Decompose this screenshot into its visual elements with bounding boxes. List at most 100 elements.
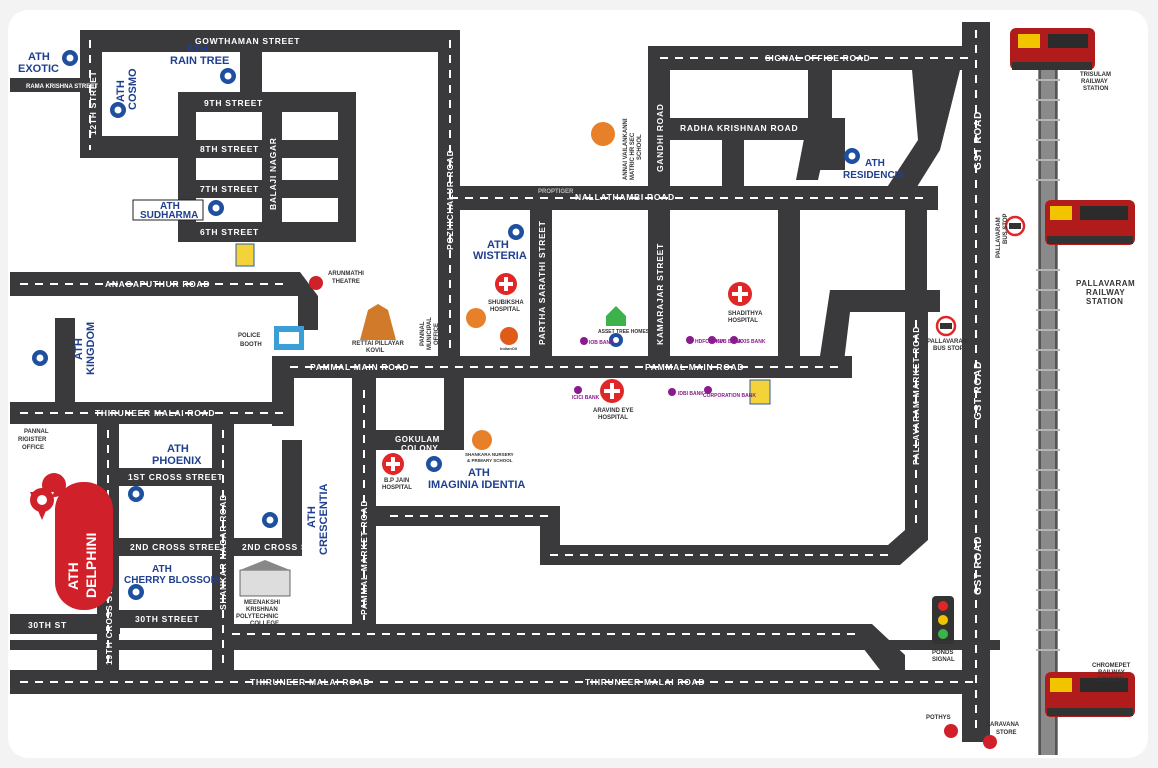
ath-delphini-banner[interactable] <box>55 482 113 610</box>
saravana-label-1: SARAVANA <box>986 722 1020 728</box>
train-icon-pallavaram <box>1045 200 1135 245</box>
annai-label-2: MATRIC HR SEC <box>630 132 636 180</box>
shadithya-label-2: HOSPITAL <box>728 318 758 324</box>
chromepet-label-1: CHROMEPET <box>1092 663 1131 669</box>
pin-icon[interactable] <box>110 102 126 118</box>
thiruneer-malai-road-bottom-label-1: THIRUNEER MALAI ROAD <box>250 677 370 687</box>
gst-road-label-3: GST ROAD <box>973 536 984 595</box>
shubiksha-label-2: HOSPITAL <box>490 307 520 313</box>
gandhi-road-label: GANDHI ROAD <box>655 103 665 172</box>
partha-sarathi-street-label: PARTHA SARATHI STREET <box>537 220 547 345</box>
train-icon-trisulam <box>1010 28 1095 70</box>
pallavaram-bus2-label-1: PALLAVARAM <box>927 339 968 345</box>
pothys-dot <box>944 724 958 738</box>
ath-imaginia-label: ATH <box>468 467 490 479</box>
rettai-label-2: KOVIL <box>366 348 385 354</box>
street-6th-label: 6TH STREET <box>200 227 259 237</box>
police-booth-label-1: POLICE <box>238 333 260 339</box>
pannal-register-label-3: OFFICE <box>22 445 44 451</box>
ath-wisteria-label-2: WISTERIA <box>473 250 527 262</box>
balaji-nagar-label: BALAJI NAGAR <box>268 137 278 210</box>
axis-label: AXIS BANK <box>738 339 766 345</box>
meenakshi-label-3: POLYTECHNIC <box>236 614 279 620</box>
pothys-label: POTHYS <box>926 715 951 721</box>
bank-icon <box>574 386 582 394</box>
ath-imaginia-label-2: IMAGINIA IDENTIA <box>428 479 525 491</box>
pin-icon[interactable] <box>208 200 224 216</box>
bank-icon <box>708 336 716 344</box>
pallavaram-bus2-label-2: BUS STOP <box>933 346 964 352</box>
landmarks: ARUNMATHI THEATRE POLICE BOOTH RETTAI PI… <box>18 72 1135 749</box>
bank-icon <box>580 337 588 345</box>
ath-delphini-label-2: DELPHINI <box>83 533 99 598</box>
police-booth-label-2: BOOTH <box>240 342 262 348</box>
ath-residencia-label: ATH <box>865 158 885 169</box>
pin-icon-delphini[interactable] <box>30 473 66 520</box>
school-icon <box>466 308 486 328</box>
ath-cosmo-label-2: COSMO <box>127 68 139 110</box>
ath-phoenix-label: ATH <box>167 443 189 455</box>
meenakshi-label-2: KRISHNAN <box>246 607 278 613</box>
ath-sudharma-label-2: SUDHARMA <box>140 210 198 221</box>
aravind-label-1: ARAVIND EYE <box>593 408 634 414</box>
pin-icon[interactable] <box>32 350 48 366</box>
rettai-label-1: RETTAI PILLAYAR <box>352 341 404 347</box>
radha-krishnan-road-label: RADHA KRISHNAN ROAD <box>680 123 798 133</box>
ath-rain-tree-label-2: RAIN TREE <box>170 55 229 67</box>
street-8th-label: 8TH STREET <box>200 144 259 154</box>
bpjain-label-2: HOSPITAL <box>382 485 412 491</box>
ath-kingdom-label-2: KINGDOM <box>85 322 97 375</box>
bpjain-label-1: B.P JAIN <box>384 478 409 484</box>
pin-icon[interactable] <box>426 456 442 472</box>
street-30th-label: 30TH STREET <box>135 614 199 624</box>
pin-icon[interactable] <box>128 486 144 502</box>
shubiksha-label-1: SHUBIKSHA <box>488 300 524 306</box>
meenakshi-label-4: COLLEGE <box>250 621 279 627</box>
ponds-label-1: PONDS <box>932 650 953 656</box>
ponds-label-2: SIGNAL <box>932 657 955 663</box>
svg-text:OFFICE: OFFICE <box>434 323 440 345</box>
pin-icon[interactable] <box>62 50 78 66</box>
arunmathi-theatre-dot <box>309 276 323 290</box>
ath-kingdom-label: ATH <box>73 338 85 360</box>
ath-rain-tree-label: ATH <box>186 43 208 55</box>
st-30th-label: 30TH ST <box>28 620 67 630</box>
ath-cherry-blossom-label: ATH <box>152 564 172 575</box>
pin-icon[interactable] <box>844 148 860 164</box>
anagaputhur-road-label: ANAGAPUTHUR ROAD <box>105 279 210 289</box>
indianoil-icon <box>500 327 518 345</box>
thiruneer-malai-road-top-label: THIRUNEER MALAI ROAD <box>95 408 215 418</box>
school-icon-annai <box>591 122 615 146</box>
ath-sudharma-label: ATH <box>160 201 180 212</box>
street-12th-label: 12TH STREET <box>88 71 98 135</box>
indianoil-label: IndianOil <box>500 346 517 351</box>
trisulam-label-3: STATION <box>1083 86 1108 92</box>
pin-icon[interactable] <box>609 333 623 347</box>
annai-label-3: SCHOOL <box>637 134 643 160</box>
pallavaram-bus-label-2: BUS STOP <box>1003 213 1009 244</box>
pin-icon[interactable] <box>508 224 524 240</box>
pin-icon[interactable] <box>128 584 144 600</box>
shankara-label-2: & PRIMARY SCHOOL <box>467 458 513 463</box>
arunmathi-label-2: THEATRE <box>332 279 360 285</box>
gokulam-colony-label-2: COLONY <box>401 444 438 453</box>
ath-phoenix-label-2: PHOENIX <box>152 455 202 467</box>
shadithya-label-1: SHADITHYA <box>728 311 763 317</box>
pin-icon[interactable] <box>262 512 278 528</box>
project-markers[interactable]: ATH EXOTIC ATH COSMO ATH RAIN TREE ATH S… <box>18 43 905 610</box>
train-icon-chromepet <box>1045 672 1135 717</box>
bharat-petroleum-icon-1 <box>235 243 255 267</box>
pin-icon[interactable] <box>220 68 236 84</box>
railway-track <box>1036 40 1060 755</box>
ath-cosmo-label: ATH <box>115 80 127 102</box>
gowthaman-street-label: GOWTHAMAN STREET <box>195 36 300 46</box>
chromepet-label-3: STATION <box>1098 677 1123 683</box>
idbi-label: IDBI BANK <box>678 391 704 397</box>
ath-wisteria-label: ATH <box>487 239 509 251</box>
kvb-label: KVB BANK <box>716 339 743 345</box>
bank-icon <box>730 336 738 344</box>
gst-road-label-1: GST ROAD <box>973 111 984 170</box>
nallathambi-road-label: NALLATHAMBI ROAD <box>575 192 675 202</box>
thiruneer-malai-road-bottom-label-2: THIRUNEER MALAI ROAD <box>585 677 705 687</box>
